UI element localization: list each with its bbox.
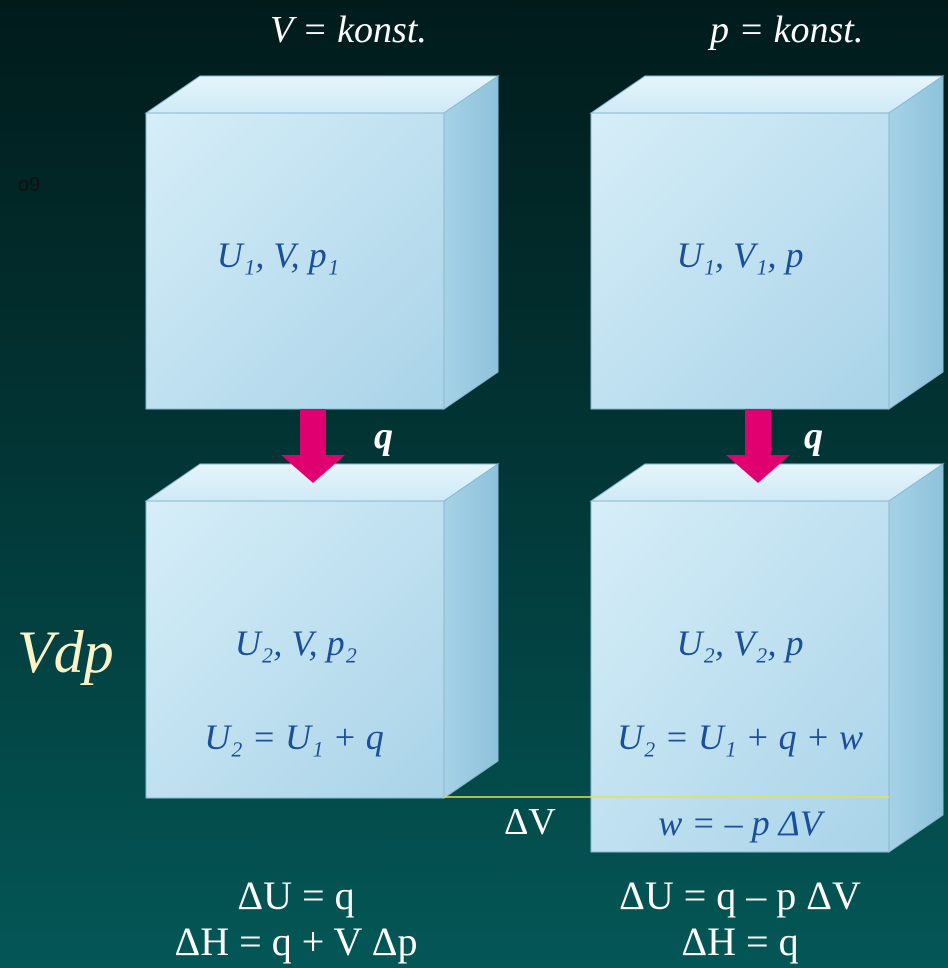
delta-v-label: ΔV <box>504 801 556 843</box>
cube-bottom-left <box>144 463 500 799</box>
heat-label-left: q <box>374 415 393 457</box>
result-right-delta-u: ΔU = q – p ΔV <box>619 873 861 918</box>
heat-arrow-right <box>726 409 790 483</box>
header-constant-volume: V = konst. <box>270 9 427 51</box>
partial-formula-fragment: - Vdp <box>0 619 114 685</box>
state-top-right: U₁, V₁, p <box>676 235 804 275</box>
cube-top-left <box>144 75 500 410</box>
work-equation: w = – p ΔV <box>658 803 822 843</box>
heat-arrow-left <box>281 409 345 483</box>
state-bottom-right: U₂, V₂, p <box>676 623 804 663</box>
equation-bottom-right: U₂ = U₁ + q + w <box>617 717 863 757</box>
side-label: o9 <box>18 174 41 196</box>
result-left-delta-h: ΔH = q + V Δp <box>174 919 418 964</box>
equation-bottom-left: U₂ = U₁ + q <box>204 717 384 757</box>
cube-bottom-right <box>589 463 945 853</box>
result-right-delta-h: ΔH = q <box>681 919 799 964</box>
result-left-delta-u: ΔU = q <box>237 873 355 918</box>
state-bottom-left: U₂, V, p₂ <box>234 623 358 663</box>
header-constant-pressure: p = konst. <box>710 9 864 51</box>
heat-label-right: q <box>804 415 823 457</box>
state-top-left: U₁, V, p₁ <box>216 235 340 275</box>
cube-top-right <box>589 75 945 410</box>
